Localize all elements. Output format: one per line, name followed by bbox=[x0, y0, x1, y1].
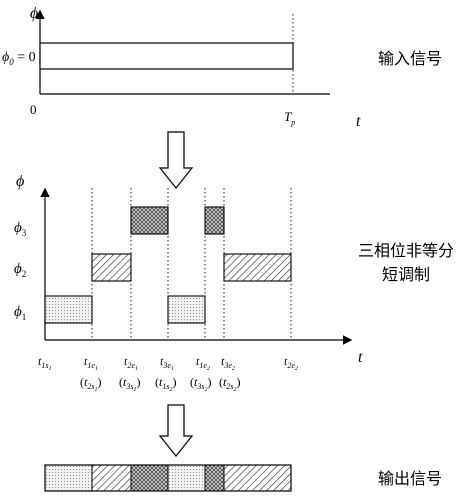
pulse-phi1-a bbox=[44, 295, 93, 324]
origin-label: 0 bbox=[30, 102, 37, 117]
phi2-symbol: ϕ bbox=[14, 261, 22, 277]
input-signal-label: 输入信号 bbox=[378, 49, 442, 68]
input-signal-bar bbox=[39, 42, 294, 70]
label-t3s1: (t3s1) bbox=[119, 375, 140, 393]
out-seg-3 bbox=[131, 465, 168, 491]
output-segment-dividers bbox=[91, 465, 225, 491]
pulse-phi2-a bbox=[91, 253, 132, 282]
phi2-label: ϕ2 bbox=[14, 261, 26, 279]
phi0-symbol: ϕ bbox=[2, 50, 9, 65]
phi3-symbol: ϕ bbox=[14, 220, 22, 236]
pulse-phi2-b bbox=[223, 253, 292, 282]
output-signal-frame bbox=[44, 464, 292, 492]
phi3-subscript: 3 bbox=[22, 228, 27, 238]
out-seg-6 bbox=[224, 465, 291, 491]
modulation-label-line1: 三相位非等分 bbox=[358, 241, 454, 260]
label-t3s2: (t3s2) bbox=[190, 375, 211, 393]
top-x-axis-label: t bbox=[356, 113, 361, 130]
mid-y-axis-label: ϕ bbox=[16, 173, 24, 190]
label-t1s2: (t1s2) bbox=[155, 375, 176, 393]
phi0-level-label: ϕ0 = 0 bbox=[2, 50, 36, 67]
label-t1e2: t1e2 bbox=[196, 354, 210, 372]
output-signal-panel: 输出信号 bbox=[44, 464, 442, 492]
out-seg-4 bbox=[168, 465, 205, 491]
tp-subscript: p bbox=[290, 118, 295, 127]
label-t3e1: t3e1 bbox=[160, 354, 174, 372]
out-seg-1 bbox=[45, 465, 92, 491]
modulation-label-line2: 短调制 bbox=[382, 265, 430, 284]
pulse-phi1-b bbox=[167, 295, 206, 324]
mid-x-axis-label: t bbox=[358, 349, 363, 366]
label-t2e2: t2e2 bbox=[284, 354, 298, 372]
label-t1s1: t1s1 bbox=[38, 354, 51, 372]
output-signal-label: 输出信号 bbox=[378, 469, 442, 488]
out-seg-5 bbox=[205, 465, 224, 491]
phi1-symbol: ϕ bbox=[14, 304, 22, 320]
label-t3e2: t3e2 bbox=[221, 354, 235, 372]
label-t1e1: t1e1 bbox=[84, 354, 98, 372]
tp-label: Tp bbox=[284, 109, 295, 127]
top-y-axis-label: ϕ bbox=[30, 5, 38, 22]
label-t2s1: (t2s1) bbox=[80, 375, 101, 393]
down-arrow-2 bbox=[158, 404, 194, 457]
phi1-label: ϕ1 bbox=[14, 304, 26, 322]
label-t2s2: (t2s2) bbox=[219, 375, 240, 393]
label-t2e1: t2e1 bbox=[124, 354, 138, 372]
modulation-panel: ϕ t ϕ3 ϕ2 ϕ1 t1s1 t1e1 bbox=[14, 173, 454, 393]
time-labels: t1s1 t1e1 (t2s1) t2e1 (t3s1) t3e1 (t1s2)… bbox=[38, 354, 298, 393]
tp-symbol: T bbox=[284, 109, 292, 124]
phi1-subscript: 1 bbox=[22, 312, 27, 322]
input-signal-panel: ϕ ϕ0 = 0 0 Tp t 输入信号 bbox=[2, 5, 442, 130]
phi2-subscript: 2 bbox=[22, 269, 27, 279]
phi0-subscript: 0 bbox=[9, 57, 14, 67]
pulse-phi3-a bbox=[130, 206, 169, 235]
phi3-label: ϕ3 bbox=[14, 220, 27, 238]
pulse-phi3-b bbox=[204, 206, 225, 235]
down-arrow-1 bbox=[158, 131, 194, 189]
out-seg-2 bbox=[92, 465, 131, 491]
phi0-value: = 0 bbox=[14, 50, 36, 65]
